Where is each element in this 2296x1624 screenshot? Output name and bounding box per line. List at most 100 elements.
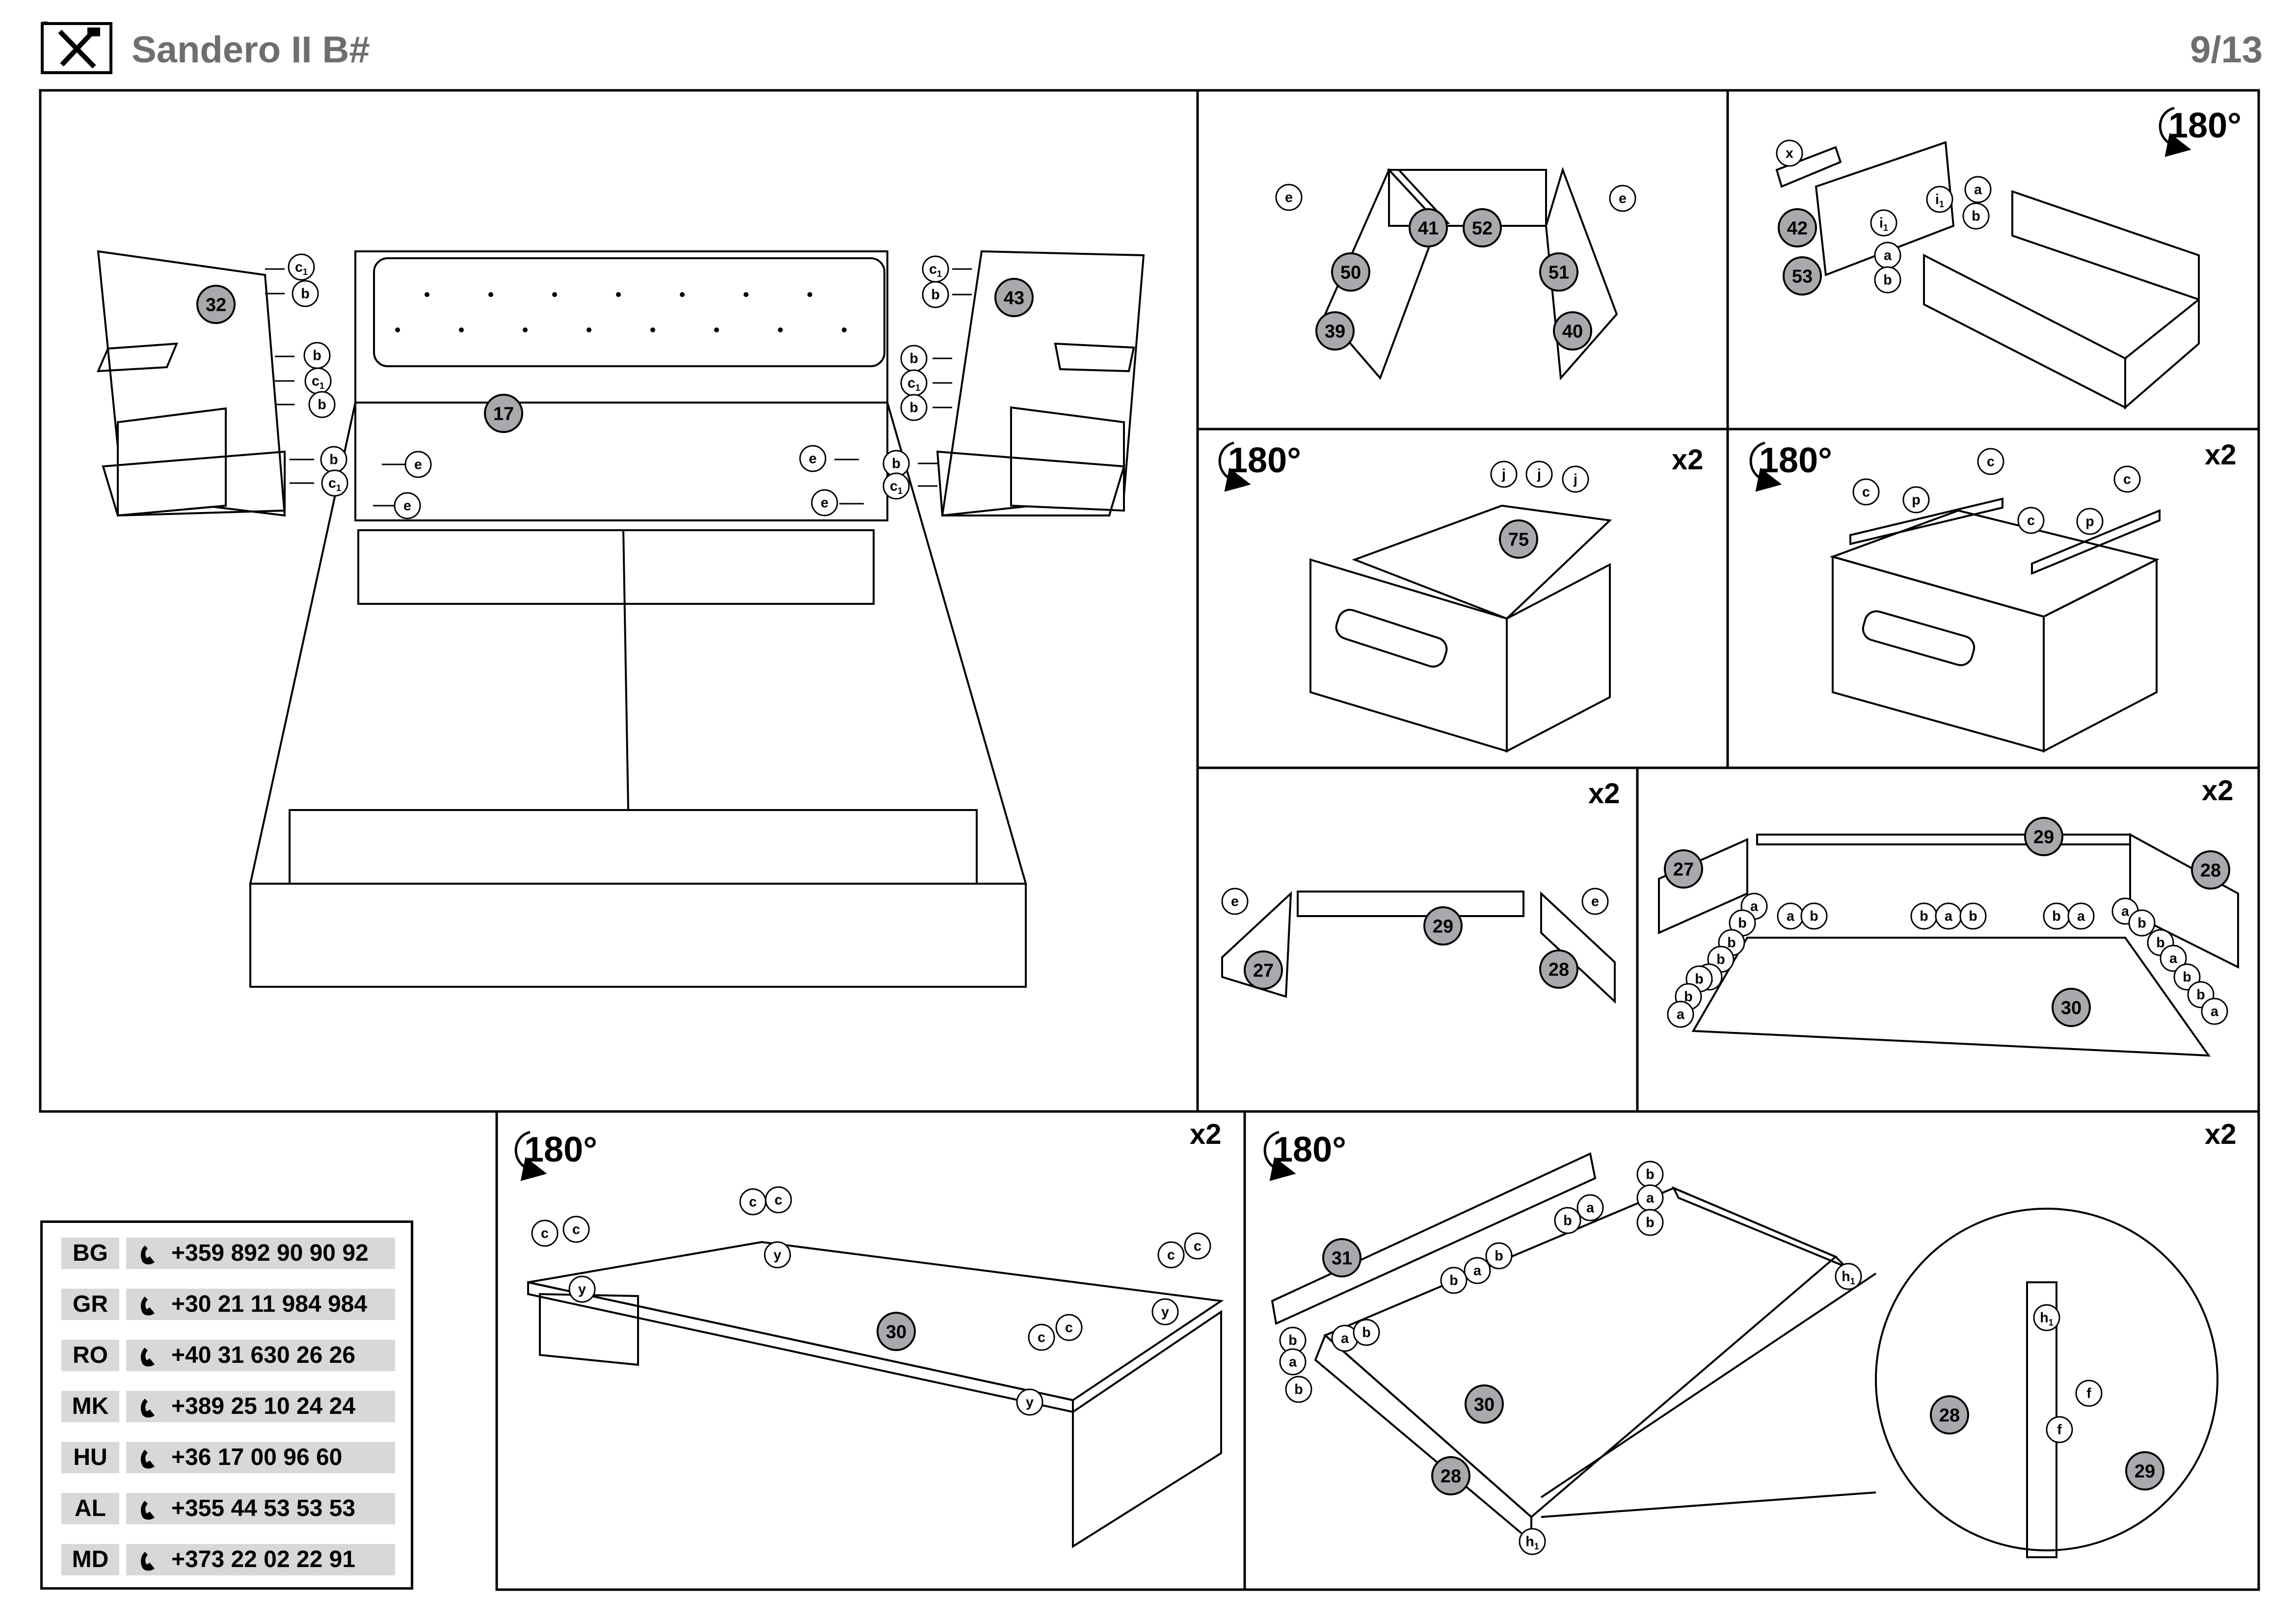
svg-text:b: b: [1969, 908, 1977, 924]
svg-text:75: 75: [1508, 530, 1529, 550]
hardware-e: e: [799, 445, 827, 472]
svg-text:28: 28: [1441, 1466, 1461, 1487]
phone-handset-icon: [140, 1245, 155, 1265]
part-number-41: 41: [1409, 208, 1448, 247]
svg-text:29: 29: [1433, 917, 1453, 937]
svg-text:40: 40: [1562, 322, 1583, 342]
svg-text:29: 29: [2135, 1462, 2155, 1482]
svg-text:b: b: [1972, 208, 1980, 224]
svg-text:43: 43: [1004, 288, 1024, 309]
svg-text:e: e: [1591, 893, 1599, 909]
svg-text:b: b: [1738, 915, 1746, 931]
hardware-b: b: [1353, 1319, 1380, 1346]
hardware-a: a: [1279, 1348, 1307, 1376]
hardware-arrows: [265, 268, 972, 507]
hardware-c1: c1: [304, 367, 332, 395]
hardware-b: b: [1800, 902, 1828, 930]
part-number-28: 28: [1539, 949, 1578, 989]
hardware-x: x: [1776, 139, 1803, 167]
part-number-17: 17: [484, 394, 523, 433]
svg-text:30: 30: [1474, 1395, 1495, 1415]
svg-text:y: y: [1161, 1304, 1169, 1320]
svg-text:e: e: [1285, 189, 1293, 205]
svg-text:b: b: [1563, 1213, 1572, 1228]
svg-text:j: j: [1573, 471, 1577, 487]
svg-text:28: 28: [2200, 861, 2221, 881]
part-number-30: 30: [877, 1312, 916, 1351]
panel-frames: [39, 89, 2260, 1591]
phone-field: +389 25 10 24 24: [126, 1391, 395, 1422]
hardware-c: c: [1977, 448, 2004, 475]
country-code: AL: [61, 1493, 119, 1524]
svg-text:51: 51: [1548, 263, 1569, 283]
part-number-43: 43: [994, 278, 1034, 317]
part-number-29: 29: [1423, 906, 1463, 946]
hardware-c: c: [2113, 465, 2141, 493]
svg-text:b: b: [1362, 1325, 1370, 1340]
hardware-e: e: [394, 492, 421, 519]
svg-text:27: 27: [1253, 961, 1274, 981]
svg-text:b: b: [1727, 935, 1735, 950]
hardware-f: f: [2075, 1380, 2103, 1407]
contact-row: MD +373 22 02 22 91: [61, 1544, 395, 1575]
svg-text:b: b: [931, 287, 939, 302]
hardware-b: b: [1910, 902, 1938, 930]
svg-text:b: b: [1920, 908, 1928, 924]
hardware-c: c: [2017, 507, 2045, 534]
hardware-b: b: [1554, 1207, 1581, 1234]
svg-text:b: b: [1449, 1272, 1458, 1288]
hardware-j: j: [1525, 460, 1553, 488]
country-code: RO: [61, 1340, 119, 1371]
hardware-c: c: [739, 1188, 767, 1216]
hardware-a: a: [1777, 902, 1804, 930]
rotate-arrow-icon: [2159, 107, 2191, 157]
svg-text:31: 31: [1332, 1248, 1352, 1269]
hardware-e: e: [1221, 888, 1249, 915]
svg-text:b: b: [1695, 971, 1703, 987]
panel-4-illustration: [1829, 497, 2161, 753]
svg-text:c: c: [1862, 484, 1870, 500]
svg-text:b: b: [1883, 272, 1892, 288]
page-number: 9/13: [2190, 29, 2263, 71]
multiplier-label: x2: [1588, 778, 1620, 810]
country-code: MK: [61, 1391, 119, 1422]
phone-number: +30 21 11 984 984: [171, 1291, 368, 1317]
svg-text:b: b: [1646, 1215, 1654, 1230]
svg-text:b: b: [909, 400, 918, 415]
rotation-label: 180°: [1759, 441, 1832, 480]
svg-text:b: b: [1495, 1248, 1503, 1264]
contact-row: HU +36 17 00 96 60: [61, 1442, 395, 1473]
svg-text:p: p: [1912, 492, 1920, 508]
svg-text:a: a: [2077, 908, 2085, 924]
part-number-32: 32: [196, 285, 236, 324]
hardware-b: b: [1636, 1161, 1664, 1188]
part-number-50: 50: [1331, 252, 1370, 292]
svg-text:c: c: [2123, 471, 2131, 487]
svg-text:e: e: [1619, 190, 1627, 206]
hardware-e: e: [1609, 185, 1636, 212]
hardware-c: c: [1055, 1314, 1083, 1341]
part-number-75: 75: [1499, 519, 1538, 559]
hardware-a: a: [2201, 998, 2228, 1025]
hardware-a: a: [1576, 1194, 1604, 1221]
country-code: MD: [61, 1544, 119, 1575]
hardware-y: y: [764, 1241, 791, 1269]
svg-text:b: b: [2196, 987, 2205, 1002]
hardware-c1: c1: [882, 472, 910, 500]
svg-text:c: c: [1987, 454, 1995, 469]
phone-field: +40 31 630 26 26: [126, 1340, 395, 1371]
panel-7-illustration: [527, 1241, 1224, 1548]
hardware-b: b: [308, 391, 336, 418]
svg-text:f: f: [2057, 1422, 2062, 1437]
svg-text:e: e: [809, 451, 817, 466]
svg-text:b: b: [1646, 1166, 1654, 1182]
part-number-29: 29: [2125, 1451, 2164, 1490]
hardware-a: a: [2067, 902, 2095, 930]
hardware-i1: i1: [1870, 209, 1897, 237]
part-number-28: 28: [1431, 1456, 1470, 1495]
phone-handset-icon: [140, 1501, 155, 1520]
multiplier-label: x2: [2202, 775, 2234, 807]
multiplier-label: x2: [1190, 1118, 1222, 1150]
hardware-a: a: [1667, 1001, 1694, 1028]
